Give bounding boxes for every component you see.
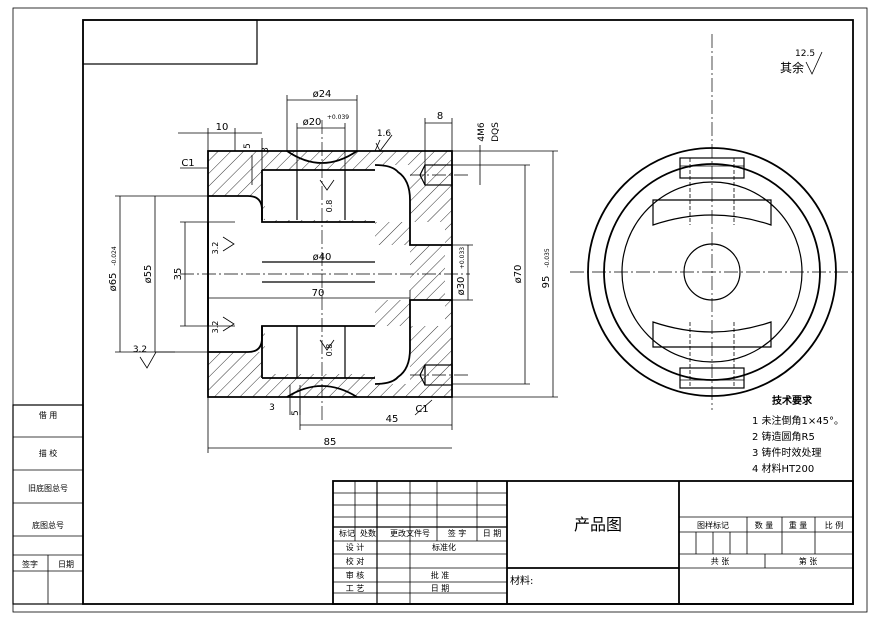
dim-d95-tol: -0.035 bbox=[544, 248, 551, 268]
tech-item-4: 4 材料HT200 bbox=[752, 462, 814, 475]
tech-item-1: 1 未注倒角1×45°。 bbox=[752, 414, 844, 427]
tb-rev-mark: 标记 bbox=[339, 528, 355, 538]
tb-role-review: 审 核 bbox=[346, 570, 365, 580]
tb-h-drawing-mark: 图样标记 bbox=[697, 520, 729, 530]
tb-h-weight: 重 量 bbox=[789, 520, 808, 530]
dim-c1a: C1 bbox=[181, 158, 194, 169]
dimension-texts: ø24 ø20 +0.039 8 4M6 DQS 10 5 3 1.6 C1 0… bbox=[108, 89, 552, 448]
tb-rev-date: 日 期 bbox=[483, 529, 502, 538]
tb-std: 标准化 bbox=[432, 542, 456, 552]
tb-sheets-total: 共 张 bbox=[711, 557, 730, 566]
outer-border bbox=[12, 7, 868, 613]
dim-r08b: 0.8 bbox=[325, 344, 334, 357]
dim-w45: 45 bbox=[386, 414, 399, 425]
dim-w35: 35 bbox=[173, 268, 184, 281]
dim-depth: DQS bbox=[491, 122, 501, 142]
dim-w10: 10 bbox=[216, 122, 229, 133]
dim-d55: ø55 bbox=[143, 265, 154, 284]
tb-approve: 批 准 bbox=[431, 570, 450, 580]
tech-item-2: 2 铸造圆角R5 bbox=[752, 430, 815, 443]
dim-w3a: 3 bbox=[261, 147, 271, 153]
tech-title: 技术要求 bbox=[772, 394, 813, 407]
inner-border bbox=[82, 19, 854, 605]
sidebar-sign: 签字 bbox=[22, 559, 38, 569]
dim-thread: 4M6 bbox=[477, 122, 487, 141]
sidebar-date: 日期 bbox=[58, 560, 74, 569]
sidebar-base: 底图总号 bbox=[32, 520, 64, 530]
sidebar-borrow: 借 用 bbox=[39, 410, 58, 420]
dim-r08a: 0.8 bbox=[325, 200, 334, 213]
left-sidebar: 借 用 描 校 旧底图总号 底图总号 签字 日期 bbox=[12, 404, 84, 605]
dim-w5a: 5 bbox=[243, 143, 253, 149]
dim-d24: ø24 bbox=[313, 89, 332, 100]
dim-d30-tol: +0.033 bbox=[459, 247, 466, 269]
dim-w8: 8 bbox=[437, 111, 443, 122]
dim-d95: 95 bbox=[541, 276, 552, 289]
roughness-value: 12.5 bbox=[795, 49, 815, 59]
dim-r32a: 3.2 bbox=[211, 242, 220, 255]
dim-c1b: C1 bbox=[415, 404, 428, 415]
roughness-symbols bbox=[139, 51, 823, 369]
dim-d20-tol: +0.039 bbox=[327, 114, 349, 121]
tb-material: 材料: bbox=[510, 574, 533, 587]
dim-w85: 85 bbox=[324, 437, 337, 448]
tb-rev-file: 更改文件号 bbox=[390, 528, 430, 538]
title-block: 产品图 材料: 标记 处数 更改文件号 签 字 日 期 设 计 校 对 审 核 … bbox=[332, 480, 854, 605]
dim-w5b: 5 bbox=[291, 410, 301, 416]
tech-requirements: 技术要求 1 未注倒角1×45°。 2 铸造圆角R5 3 铸件时效处理 4 材料… bbox=[752, 394, 844, 475]
dim-r16: 1.6 bbox=[377, 129, 392, 139]
dimension-lines bbox=[115, 95, 558, 453]
tb-role-check: 校 对 bbox=[346, 556, 365, 566]
tb-h-quantity: 数 量 bbox=[755, 520, 774, 530]
tb-h-scale: 比 例 bbox=[825, 520, 844, 530]
tb-rev-sign: 签 字 bbox=[448, 528, 467, 538]
side-view bbox=[570, 34, 855, 410]
sidebar-old-base: 旧底图总号 bbox=[28, 483, 68, 493]
tb-role-design: 设 计 bbox=[346, 542, 365, 552]
tb-product-name: 产品图 bbox=[574, 515, 622, 534]
dim-d40: ø40 bbox=[313, 252, 332, 263]
dim-d65-tol: -0.024 bbox=[111, 246, 118, 266]
roughness-label: 其余 bbox=[780, 60, 804, 75]
tb-role-process: 工 艺 bbox=[346, 584, 365, 593]
dim-d20: ø20 bbox=[303, 117, 322, 128]
section-hatch bbox=[208, 151, 452, 397]
tb-rev-count: 处数 bbox=[360, 528, 376, 538]
dim-d70: ø70 bbox=[513, 265, 524, 284]
section-view bbox=[180, 120, 470, 420]
dim-r32b: 3.2 bbox=[211, 321, 220, 334]
corner-box bbox=[82, 19, 258, 65]
dim-r32c: 3.2 bbox=[133, 345, 147, 355]
dim-d65: ø65 bbox=[108, 273, 119, 292]
tb-date: 日 期 bbox=[431, 584, 450, 593]
sidebar-trace-check: 描 校 bbox=[39, 448, 58, 458]
tech-item-3: 3 铸件时效处理 bbox=[752, 446, 822, 459]
tb-sheet-no: 第 张 bbox=[799, 556, 818, 566]
dim-d30: ø30 bbox=[456, 277, 467, 296]
dim-w70: 70 bbox=[312, 288, 325, 299]
dim-w3b: 3 bbox=[269, 403, 275, 413]
